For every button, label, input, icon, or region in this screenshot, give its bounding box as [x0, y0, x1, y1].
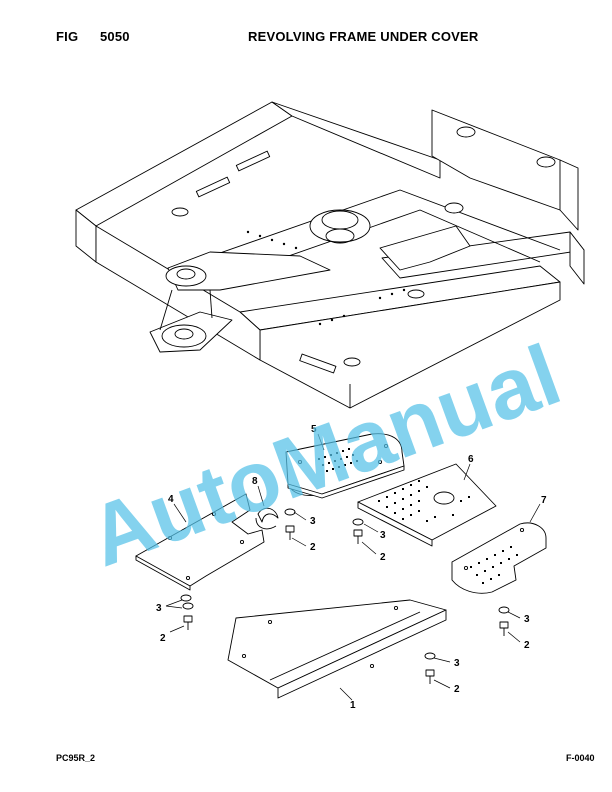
- callout-4: 4: [168, 494, 174, 505]
- cover-part-1: [227, 599, 447, 699]
- cover-part-7: [451, 522, 547, 594]
- callout-2-b: 2: [380, 552, 386, 563]
- figure-title: REVOLVING FRAME UNDER COVER: [248, 29, 479, 44]
- perforation-7: [470, 546, 518, 584]
- callout-8: 8: [252, 476, 258, 487]
- spacer-part-8: [255, 507, 279, 530]
- leader-lines: [165, 433, 541, 701]
- page-code: F-0040: [566, 753, 595, 763]
- callout-2-c: 2: [160, 633, 166, 644]
- callout-labels: 5 6 4 8 7 3 2 3 2 3 2 3 2 3 2 1: [156, 424, 547, 711]
- callout-3-d: 3: [524, 614, 530, 625]
- cover-part-4: [135, 493, 265, 591]
- callout-7: 7: [541, 495, 547, 506]
- model-code: PC95R_2: [56, 753, 96, 763]
- perforation-6: [378, 480, 470, 522]
- figure-label: FIG: [56, 29, 79, 44]
- callout-3-a: 3: [310, 516, 316, 527]
- figure-number: 5050: [100, 29, 130, 44]
- cover-part-6: [357, 463, 497, 547]
- callout-1: 1: [350, 700, 356, 711]
- fasteners: [180, 508, 510, 684]
- revolving-frame: [75, 101, 585, 409]
- callout-2-a: 2: [310, 542, 316, 553]
- callout-2-d: 2: [524, 640, 530, 651]
- callout-3-c: 3: [156, 603, 162, 614]
- callout-3-b: 3: [380, 530, 386, 541]
- callout-5: 5: [311, 424, 317, 435]
- callout-3-e: 3: [454, 658, 460, 669]
- callout-2-e: 2: [454, 684, 460, 695]
- perforation-5: [318, 448, 358, 472]
- callout-6: 6: [468, 454, 474, 465]
- cover-part-5: [285, 433, 405, 499]
